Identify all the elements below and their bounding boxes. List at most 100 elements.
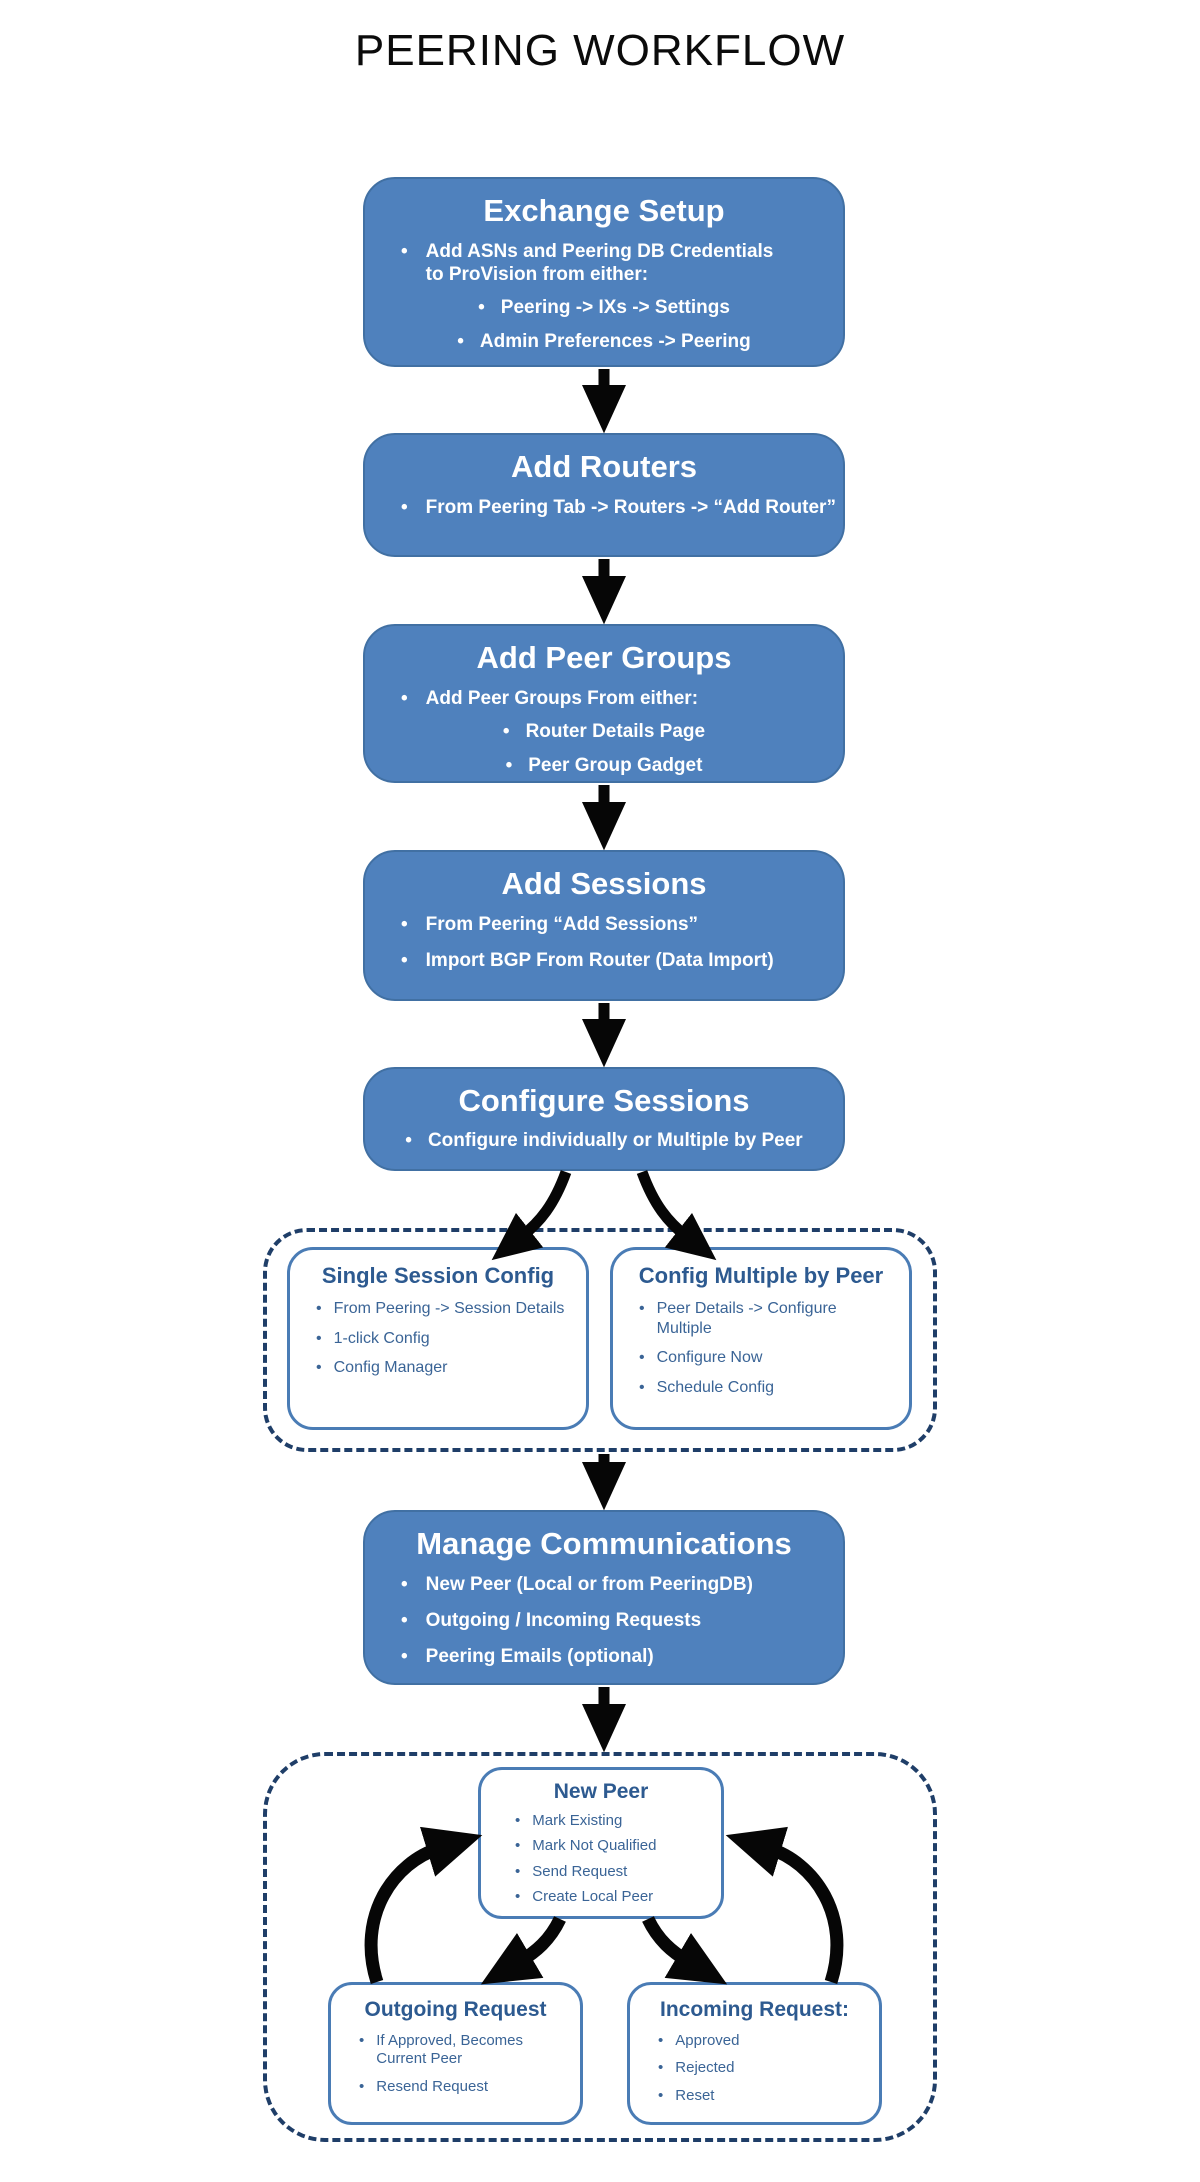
bullet-text: Import BGP From Router (Data Import) [425, 950, 774, 972]
bullet-text: Schedule Config [656, 1378, 775, 1396]
box-title: Manage Communications [416, 1526, 792, 1561]
bullet-text: New Peer (Local or from PeeringDB) [425, 1574, 753, 1595]
bullet-icon: • [505, 754, 513, 776]
flow-box-manage-communications: Manage Communications • New Peer (Local … [363, 1510, 845, 1685]
list-item: • Admin Preferences -> Peering [365, 331, 843, 354]
bullet-text: If Approved, Becomes Current Peer [376, 2032, 524, 2068]
bullet-text: Peering Emails (optional) [425, 1646, 654, 1668]
bullet-text: Admin Preferences -> Peering [479, 331, 751, 353]
box-title: Single Session Config [321, 1263, 555, 1288]
list-item: • Peer Details -> Configure Multiple [639, 1299, 895, 1338]
option-box-outgoing-request: Outgoing Request • If Approved, Becomes … [328, 1982, 583, 2125]
bullet-icon: • [639, 1378, 645, 1396]
bullet-icon: • [478, 297, 485, 319]
bullet-icon: • [401, 241, 408, 262]
box-title: Config Multiple by Peer [638, 1263, 884, 1288]
box-title: Configure Sessions [458, 1083, 750, 1118]
bullet-text: Outgoing / Incoming Requests [425, 1610, 702, 1632]
list-item: • If Approved, Becomes Current Peer [359, 2032, 566, 2069]
bullet-text: Peer Group Gadget [528, 754, 703, 776]
list-item: • 1-click Config [316, 1329, 572, 1349]
page-title: PEERING WORKFLOW [354, 26, 846, 75]
bullet-icon: • [515, 1862, 521, 1880]
list-item: • Configure individually or Multiple by … [365, 1130, 843, 1153]
box-title: Add Routers [511, 449, 697, 484]
flow-box-add-routers: Add Routers • From Peering Tab -> Router… [363, 433, 845, 557]
box-title: Add Sessions [501, 866, 707, 901]
option-box-single-session-config: Single Session Config • From Peering -> … [287, 1247, 589, 1430]
flow-box-add-sessions: Add Sessions • From Peering “Add Session… [363, 850, 845, 1001]
box-title: Exchange Setup [483, 193, 725, 228]
list-item: • Peer Group Gadget [365, 755, 843, 778]
list-item: • Mark Existing [515, 1812, 707, 1830]
bullet-text: Config Manager [333, 1359, 448, 1377]
bullet-icon: • [316, 1329, 322, 1347]
communications-cycle-group [263, 1752, 937, 2142]
option-box-incoming-request: Incoming Request: • Approved • Rejected … [627, 1982, 882, 2125]
list-item: • New Peer (Local or from PeeringDB) [365, 1573, 843, 1596]
bullet-icon: • [457, 331, 464, 353]
bullet-text: Resend Request [376, 2077, 489, 2095]
list-item: • From Peering “Add Sessions” [365, 913, 843, 936]
bullet-icon: • [658, 2059, 664, 2077]
list-item: • Add ASNs and Peering DB Credentials to… [365, 240, 843, 286]
bullet-icon: • [401, 1610, 408, 1632]
list-item: • Add Peer Groups From either: [365, 687, 843, 710]
option-box-config-multiple-by-peer: Config Multiple by Peer • Peer Details -… [610, 1247, 912, 1430]
box-title: Incoming Request: [659, 1998, 849, 2021]
bullet-text: Add Peer Groups From either: [425, 688, 699, 709]
list-item: • Reset [658, 2087, 865, 2105]
list-item: • From Peering -> Session Details [316, 1299, 572, 1319]
list-item: • Import BGP From Router (Data Import) [365, 949, 843, 972]
list-item: • Resend Request [359, 2078, 566, 2096]
list-item: • Mark Not Qualified [515, 1837, 707, 1855]
bullet-icon: • [658, 2032, 664, 2049]
bullet-icon: • [401, 497, 408, 518]
flow-box-add-peer-groups: Add Peer Groups • Add Peer Groups From e… [363, 624, 845, 783]
list-item: • Approved [658, 2032, 865, 2050]
bullet-icon: • [658, 2086, 664, 2104]
bullet-icon: • [401, 950, 408, 972]
bullet-text: Peering -> IXs -> Settings [500, 297, 730, 319]
bullet-icon: • [639, 1349, 645, 1367]
bullet-icon: • [515, 1812, 521, 1829]
bullet-icon: • [316, 1300, 322, 1317]
bullet-icon: • [316, 1359, 322, 1377]
bullet-text: Configure Now [656, 1349, 763, 1367]
box-title: Outgoing Request [364, 1998, 547, 2021]
list-item: • Peering Emails (optional) [365, 1645, 843, 1668]
bullet-text: Mark Existing [532, 1812, 623, 1829]
list-item: • Peering -> IXs -> Settings [365, 297, 843, 320]
bullet-text: Rejected [675, 2059, 735, 2077]
bullet-icon: • [359, 2077, 365, 2095]
bullet-text: Create Local Peer [532, 1887, 654, 1905]
list-item: • Rejected [658, 2059, 865, 2077]
list-item: • Schedule Config [639, 1378, 895, 1398]
bullet-icon: • [359, 2032, 365, 2049]
list-item: • Configure Now [639, 1348, 895, 1368]
config-options-group [263, 1228, 937, 1452]
bullet-icon: • [401, 1574, 408, 1595]
list-item: • Send Request [515, 1863, 707, 1881]
bullet-icon: • [515, 1887, 521, 1905]
bullet-text: From Peering “Add Sessions” [425, 914, 699, 935]
flow-box-exchange-setup: Exchange Setup • Add ASNs and Peering DB… [363, 177, 845, 367]
bullet-text: Reset [675, 2086, 715, 2104]
bullet-text: From Peering -> Session Details [333, 1300, 565, 1317]
bullet-text: 1-click Config [333, 1329, 430, 1347]
bullet-icon: • [515, 1837, 521, 1855]
bullet-icon: • [401, 914, 408, 935]
bullet-icon: • [401, 1646, 408, 1668]
bullet-text: From Peering Tab -> Routers -> “Add Rout… [425, 497, 836, 518]
list-item: • From Peering Tab -> Routers -> “Add Ro… [365, 496, 843, 519]
bullet-text: Mark Not Qualified [532, 1837, 657, 1855]
list-item: • Outgoing / Incoming Requests [365, 1609, 843, 1632]
flow-box-configure-sessions: Configure Sessions • Configure individua… [363, 1067, 845, 1171]
list-item: • Create Local Peer [515, 1888, 707, 1906]
bullet-icon: • [401, 688, 408, 709]
box-title: New Peer [553, 1780, 649, 1803]
bullet-text: Send Request [532, 1862, 628, 1880]
list-item: • Router Details Page [365, 721, 843, 744]
bullet-text: Router Details Page [525, 721, 706, 743]
